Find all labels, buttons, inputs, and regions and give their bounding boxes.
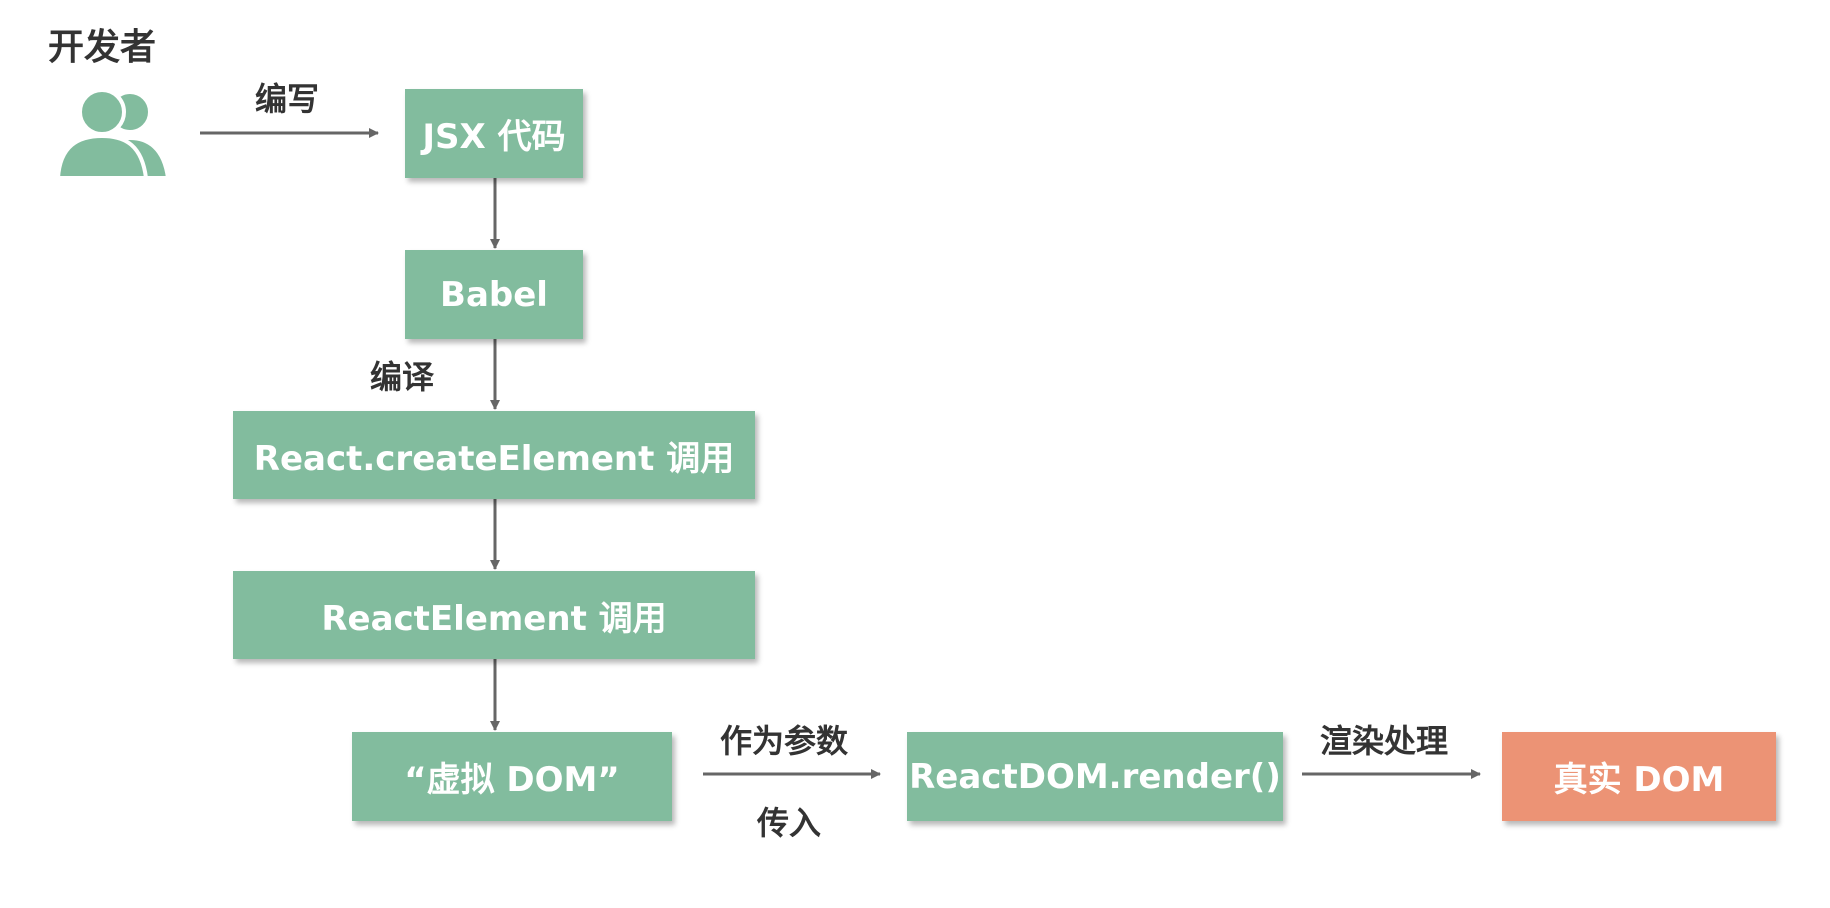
edge-label-render-process: 渲染处理 [1320, 722, 1449, 760]
node-virtual-dom: “虚拟 DOM” [352, 732, 672, 821]
edge-label-pass-as-param: 作为参数 [720, 722, 849, 760]
node-create-element: React.createElement 调用 [233, 411, 755, 499]
node-babel: Babel [405, 250, 583, 339]
node-real-dom: 真实 DOM [1502, 732, 1776, 821]
edge-label-write: 编写 [255, 80, 320, 118]
node-react-element: ReactElement 调用 [233, 571, 755, 659]
developer-label: 开发者 [48, 27, 157, 68]
edge-label-compile: 编译 [370, 358, 435, 396]
node-reactdom-render: ReactDOM.render() [907, 732, 1283, 821]
edge-label-pass-in: 传入 [757, 804, 822, 842]
node-jsx-code: JSX 代码 [405, 89, 583, 178]
users-icon [56, 88, 171, 180]
